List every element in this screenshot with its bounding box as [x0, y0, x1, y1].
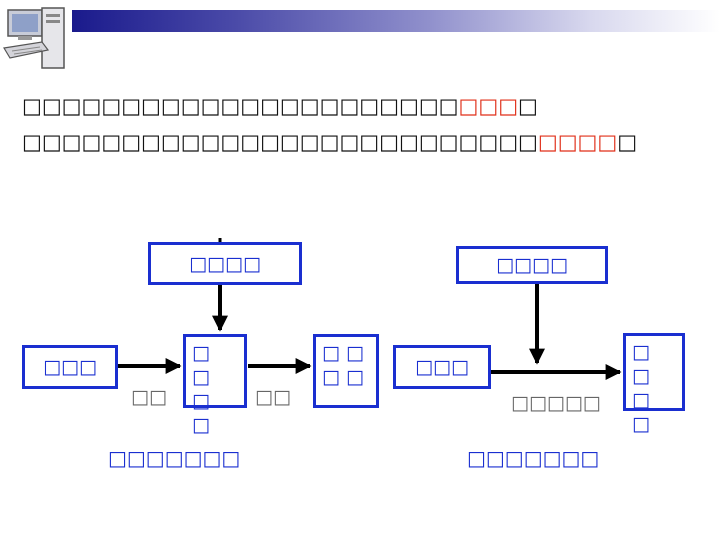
left-top-box: □□□□: [148, 242, 302, 285]
left-middle-box: □□□□: [183, 334, 247, 436]
intro-line-2: □□□□□□□□□□□□□□□□□□□□□□□□□□□□□□□: [22, 130, 637, 154]
title-gradient-bar: [72, 10, 720, 32]
right-target-box: □□□□: [623, 333, 685, 435]
intro-line-2-end: □: [617, 130, 638, 154]
left-source-box: □□□: [22, 345, 118, 389]
intro-line-2-highlight: □□□□: [537, 130, 618, 154]
intro-line-1: □□□□□□□□□□□□□□□□□□□□□□□□□□: [22, 94, 538, 118]
computer-icon: [3, 7, 65, 69]
intro-line-1-highlight: □□□: [458, 94, 519, 118]
intro-line-2-text: □□□□□□□□□□□□□□□□□□□□□□□□□□: [22, 130, 538, 154]
intro-line-1-text: □□□□□□□□□□□□□□□□□□□□□□: [22, 94, 459, 118]
left-caption: □□□□□□□: [108, 446, 241, 470]
left-edge-label-2: □□: [255, 386, 291, 408]
right-source-box: □□□: [393, 345, 491, 389]
left-target-box: □□□□: [313, 334, 379, 408]
right-caption: □□□□□□□: [467, 446, 600, 470]
intro-line-1-end: □: [518, 94, 538, 118]
left-edge-label-1: □□: [131, 386, 167, 408]
right-edge-label: □□□□□: [511, 392, 601, 414]
right-top-box: □□□□: [456, 246, 608, 284]
